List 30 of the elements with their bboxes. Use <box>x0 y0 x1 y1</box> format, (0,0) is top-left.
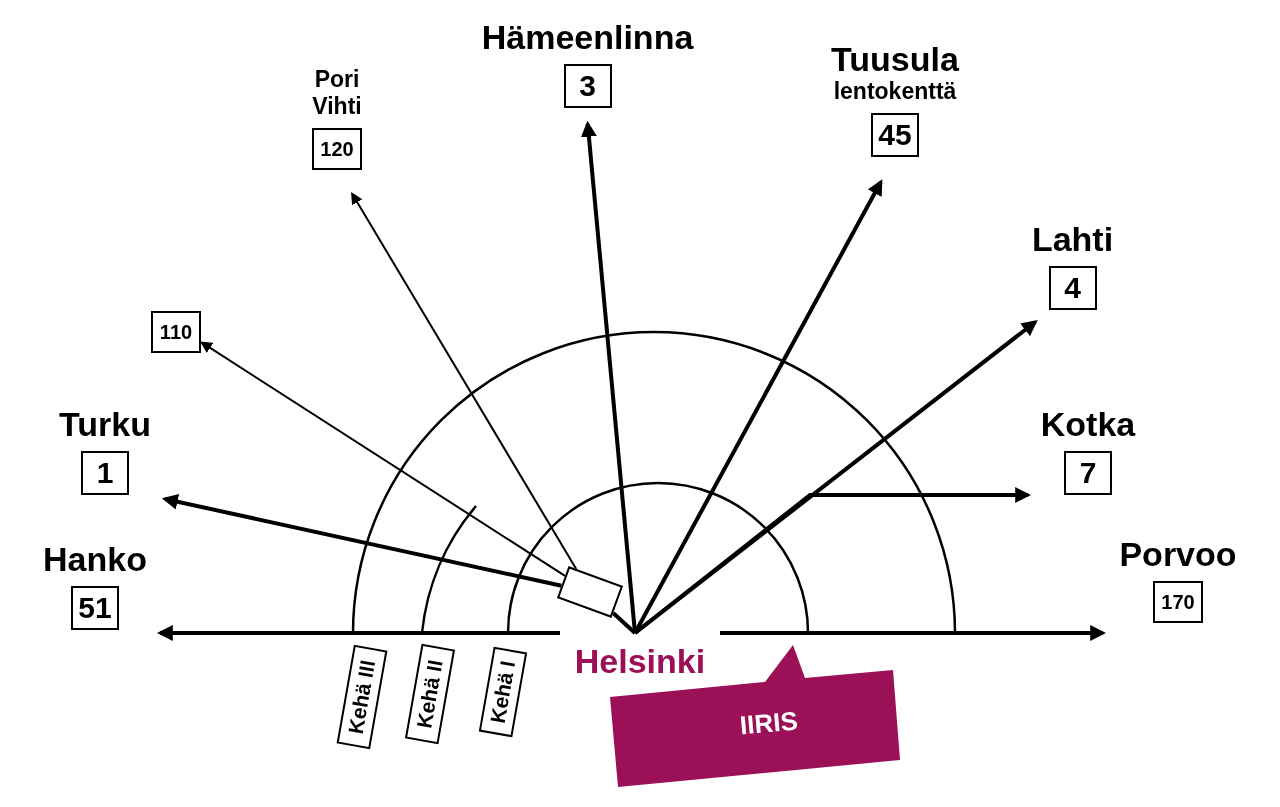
road-arrow <box>156 625 560 641</box>
road-arrow <box>633 487 1032 635</box>
place-name: Kotka <box>1040 405 1136 443</box>
road-number: 45 <box>871 113 919 157</box>
ring-road-tag: Kehä III <box>336 644 388 750</box>
road-arrow <box>720 625 1107 641</box>
place-name: lentokenttä <box>833 78 957 105</box>
place-name: Hanko <box>43 540 147 578</box>
place-name: Tuusula <box>831 40 959 78</box>
ring-road-tag: Kehä II <box>404 643 456 745</box>
road-number: 120 <box>312 128 362 170</box>
road-number: 170 <box>1153 581 1203 623</box>
callout-text: IIRIS <box>738 705 800 742</box>
road-arrow <box>161 493 562 588</box>
ring-road-tag: Kehä I <box>478 646 528 738</box>
place-name: Hämeenlinna <box>481 18 694 56</box>
place-name: Pori Vihti <box>311 66 363 120</box>
place-name: Lahti <box>1031 220 1114 258</box>
city-name: Helsinki <box>574 641 706 682</box>
place-name: Turku <box>59 405 151 443</box>
road-number: 3 <box>563 64 612 108</box>
road-arrow <box>580 120 637 634</box>
place-name: Porvoo <box>1119 535 1237 573</box>
road-arrow <box>633 179 883 634</box>
road-number: 4 <box>1048 266 1097 310</box>
road-number: 7 <box>1064 451 1112 495</box>
road-number: 51 <box>71 586 119 630</box>
road-number: 110 <box>151 311 201 353</box>
road-arrow <box>200 341 566 577</box>
road-number: 1 <box>81 451 129 495</box>
